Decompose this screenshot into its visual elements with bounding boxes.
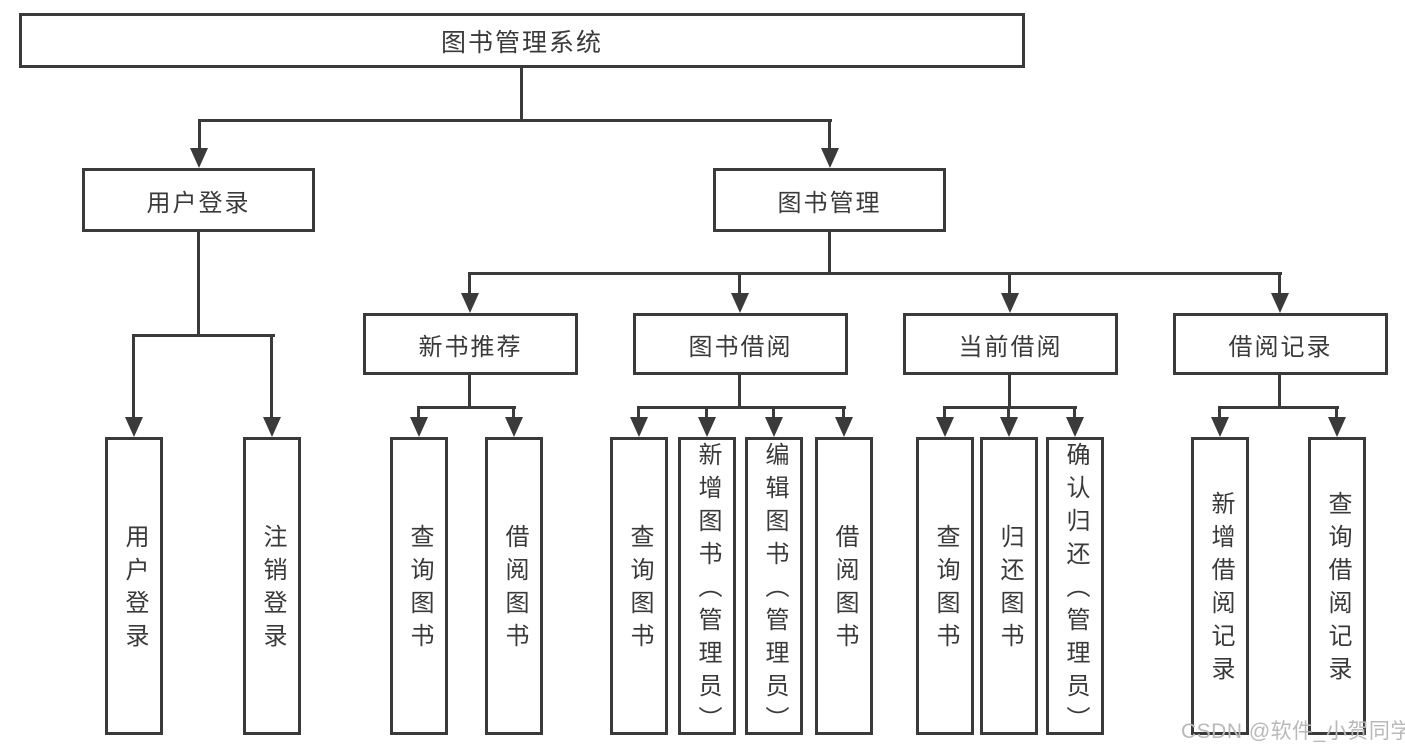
connector-leaf-logout-stub	[270, 334, 273, 419]
connector-leaf-b2-stub	[512, 406, 515, 419]
arrow-book-mgmt	[821, 148, 839, 168]
connector-leaf-c2-stub	[705, 406, 708, 419]
connector-level3-horizontal	[468, 272, 1282, 275]
connector-leaf-c3-stub	[772, 406, 775, 419]
leaf-record-add-record-label: 新增借阅记录	[1207, 491, 1234, 689]
leaf-newrec-query-book-label: 查询图书	[406, 524, 433, 656]
connector-user-login-vertical	[197, 232, 200, 336]
leaf-current-confirm-return: 确认归还（管理员）	[1046, 437, 1104, 739]
leaf-current-query-book: 查询图书	[916, 437, 974, 735]
arrow-leaf-e2	[1328, 417, 1346, 437]
arrow-new-book	[461, 293, 479, 313]
connector-borrow-record-vertical	[1278, 375, 1281, 408]
node-user-login-label: 用户登录	[146, 189, 251, 217]
connector-user-login-children-horizontal	[132, 334, 275, 337]
connector-leaf-c1-stub	[637, 406, 640, 419]
connector-leaf-user-login-stub	[132, 334, 135, 419]
leaf-borrow-query-book: 查询图书	[610, 437, 668, 735]
leaf-borrow-add-book: 新增图书（管理员）	[678, 437, 736, 739]
leaf-current-return-book: 归还图书	[980, 437, 1038, 735]
connector-current-borrow-vertical	[1008, 375, 1011, 408]
node-root-label: 图书管理系统	[440, 28, 603, 57]
connector-new-book-children-horizontal	[417, 406, 516, 409]
leaf-record-query-record-label: 查询借阅记录	[1324, 491, 1351, 689]
node-borrow-record: 借阅记录	[1173, 313, 1388, 375]
connector-leaf-c4-stub	[842, 406, 845, 419]
connector-current-borrow-children-horizontal	[943, 406, 1077, 409]
node-new-book-rec-label: 新书推荐	[418, 333, 523, 361]
node-new-book-rec: 新书推荐	[363, 313, 578, 375]
arrow-book-borrow	[731, 293, 749, 313]
connector-new-book-stub	[468, 272, 471, 295]
leaf-newrec-borrow-book-label: 借阅图书	[501, 524, 528, 656]
leaf-logout: 注销登录	[243, 437, 301, 735]
connector-book-mgmt-vertical	[828, 232, 831, 274]
leaf-borrow-borrow-book-label: 借阅图书	[831, 524, 858, 656]
leaf-borrow-add-book-label: 新增图书（管理员）	[694, 441, 721, 739]
arrow-leaf-c3	[765, 417, 783, 437]
node-current-borrow: 当前借阅	[903, 313, 1118, 375]
connector-leaf-d1-stub	[943, 406, 946, 419]
leaf-borrow-edit-book: 编辑图书（管理员）	[745, 437, 803, 739]
leaf-current-confirm-return-label: 确认归还（管理员）	[1062, 441, 1089, 739]
leaf-newrec-borrow-book: 借阅图书	[485, 437, 543, 735]
connector-borrow-record-children-horizontal	[1218, 406, 1339, 409]
connector-borrow-record-stub	[1278, 272, 1281, 295]
csdn-watermark: CSDN @软件_小贺同学	[1181, 720, 1405, 743]
arrow-current-borrow	[1001, 293, 1019, 313]
node-current-borrow-label: 当前借阅	[958, 333, 1063, 361]
leaf-borrow-edit-book-label: 编辑图书（管理员）	[761, 441, 788, 739]
connector-level2-horizontal	[198, 119, 832, 122]
connector-book-borrow-stub	[738, 272, 741, 295]
arrow-leaf-logout	[263, 417, 281, 437]
connector-leaf-b1-stub	[417, 406, 420, 419]
leaf-logout-label: 注销登录	[259, 524, 286, 656]
connector-root-vertical	[520, 68, 523, 121]
arrow-leaf-c1	[630, 417, 648, 437]
arrow-leaf-user-login	[125, 417, 143, 437]
arrow-leaf-d2	[1000, 417, 1018, 437]
connector-current-borrow-stub	[1008, 272, 1011, 295]
arrow-leaf-e1	[1211, 417, 1229, 437]
connector-book-borrow-vertical	[738, 375, 741, 408]
connector-leaf-d3-stub	[1073, 406, 1076, 419]
connector-book-borrow-children-horizontal	[637, 406, 846, 409]
connector-leaf-e2-stub	[1335, 406, 1338, 419]
connector-leaf-d2-stub	[1007, 406, 1010, 419]
connector-user-login-stub	[198, 119, 201, 150]
arrow-leaf-d3	[1066, 417, 1084, 437]
connector-new-book-vertical	[468, 375, 471, 408]
node-book-mgmt-label: 图书管理	[777, 189, 882, 217]
leaf-user-login-label: 用户登录	[121, 524, 148, 656]
node-user-login: 用户登录	[82, 168, 315, 232]
arrow-leaf-b2	[505, 417, 523, 437]
node-book-borrow-label: 图书借阅	[688, 333, 793, 361]
leaf-record-add-record: 新增借阅记录	[1191, 437, 1249, 735]
node-borrow-record-label: 借阅记录	[1228, 333, 1333, 361]
leaf-borrow-borrow-book: 借阅图书	[815, 437, 873, 735]
arrow-leaf-c2	[698, 417, 716, 437]
arrow-borrow-record	[1271, 293, 1289, 313]
leaf-record-query-record: 查询借阅记录	[1308, 437, 1366, 735]
arrow-leaf-b1	[410, 417, 428, 437]
leaf-user-login: 用户登录	[105, 437, 163, 735]
arrow-leaf-d1	[936, 417, 954, 437]
leaf-borrow-query-book-label: 查询图书	[626, 524, 653, 656]
node-root: 图书管理系统	[19, 13, 1025, 68]
connector-book-mgmt-stub	[828, 119, 831, 150]
leaf-current-return-book-label: 归还图书	[996, 524, 1023, 656]
arrow-user-login	[190, 148, 208, 168]
leaf-current-query-book-label: 查询图书	[932, 524, 959, 656]
arrow-leaf-c4	[835, 417, 853, 437]
node-book-borrow: 图书借阅	[633, 313, 848, 375]
connector-leaf-e1-stub	[1218, 406, 1221, 419]
node-book-mgmt: 图书管理	[713, 168, 946, 232]
leaf-newrec-query-book: 查询图书	[390, 437, 448, 735]
